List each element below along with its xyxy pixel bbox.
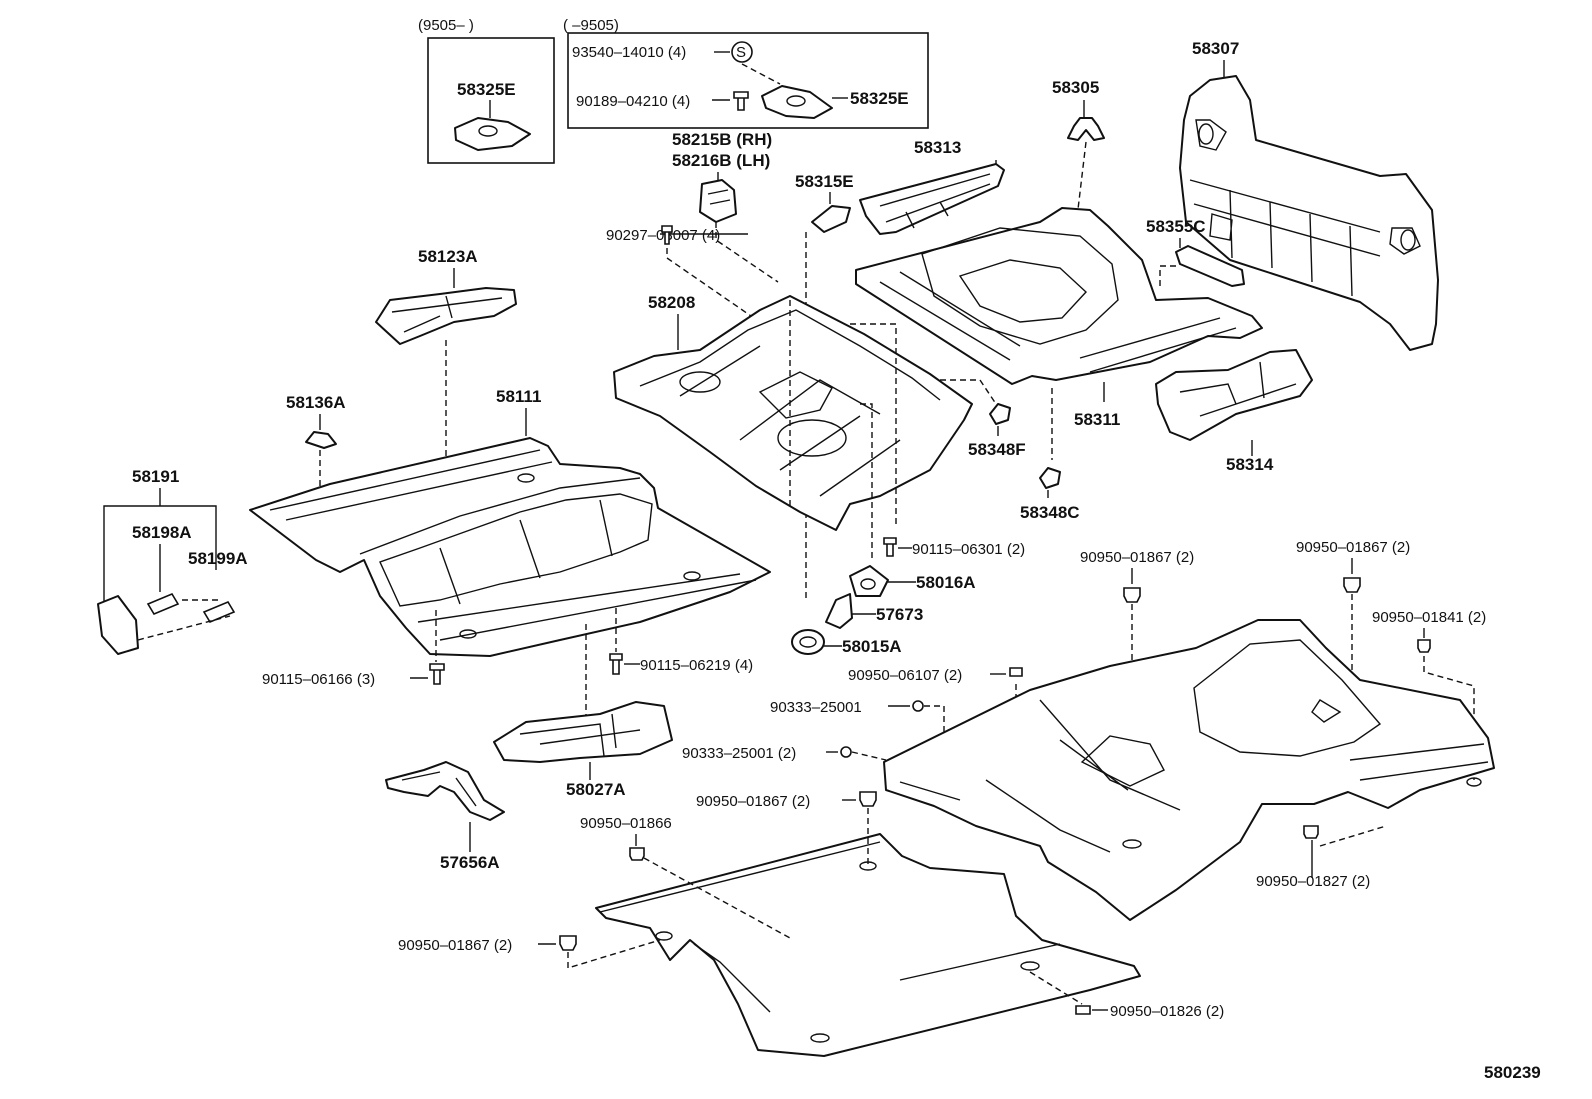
part-58305[interactable] (1067, 117, 1105, 141)
s-marker-icon (731, 41, 753, 63)
bolt-90115-06219-icon[interactable] (609, 653, 623, 675)
label-58311[interactable]: 58311 (1074, 410, 1120, 429)
label-58027A[interactable]: 58027A (566, 780, 626, 799)
part-58136A[interactable] (305, 431, 337, 449)
label-90115-06219[interactable]: 90115–06219 (4) (640, 657, 753, 674)
label-93540-14010[interactable]: 93540–14010 (4) (572, 44, 686, 61)
left-box-title: (9505– ) (418, 17, 474, 34)
clip-90333-25001-a-icon[interactable] (912, 700, 924, 712)
part-58348F[interactable] (989, 403, 1011, 425)
part-57656A[interactable] (385, 761, 505, 821)
label-58325E-a[interactable]: 58325E (457, 80, 516, 99)
label-58123A[interactable]: 58123A (418, 247, 478, 266)
bolt-90189-04210-icon[interactable] (733, 91, 749, 111)
label-90950-01867-c[interactable]: 90950–01867 (2) (696, 793, 810, 810)
label-90950-01841[interactable]: 90950–01841 (2) (1372, 609, 1486, 626)
label-58215B[interactable]: 58215B (RH) (672, 130, 772, 149)
part-57673[interactable] (825, 593, 853, 629)
part-58215B-bracket[interactable] (699, 179, 737, 223)
part-58015A[interactable] (791, 629, 825, 655)
part-58311-rear-floor[interactable] (855, 207, 1263, 385)
part-58355C[interactable] (1175, 245, 1245, 287)
part-58123A[interactable] (375, 287, 517, 345)
label-58111[interactable]: 58111 (496, 387, 541, 406)
label-90950-01826[interactable]: 90950–01826 (2) (1110, 1003, 1224, 1020)
label-90115-06301[interactable]: 90115–06301 (2) (912, 541, 1025, 558)
part-58016A[interactable] (849, 565, 889, 597)
label-58198A[interactable]: 58198A (132, 523, 192, 542)
part-58315E[interactable] (811, 205, 851, 233)
bolt-90297-03007-icon[interactable] (661, 225, 673, 245)
part-58191-bracket[interactable] (97, 595, 139, 655)
label-90950-01867-d[interactable]: 90950–01867 (2) (398, 937, 512, 954)
label-58348F[interactable]: 58348F (968, 440, 1026, 459)
part-58208-center-floor[interactable] (613, 295, 973, 531)
plug-90950-01827-icon[interactable] (1303, 825, 1319, 839)
label-90333-25001-a[interactable]: 90333–25001 (770, 699, 862, 716)
variant-box-right: ( –9505) 93540–14010 (4) S 90189–04210 (… (563, 17, 929, 129)
clip-90333-25001-b-icon[interactable] (840, 746, 852, 758)
label-58307[interactable]: 58307 (1192, 39, 1239, 58)
label-58015A[interactable]: 58015A (842, 637, 902, 656)
plug-90950-01866-icon[interactable] (629, 847, 645, 861)
plug-90950-01867-d-icon[interactable] (559, 935, 577, 951)
label-58216B[interactable]: 58216B (LH) (672, 151, 770, 170)
plug-90950-01867-a-icon[interactable] (1123, 587, 1141, 603)
part-58027A[interactable] (493, 701, 673, 763)
part-58325E-a[interactable] (454, 117, 531, 151)
right-box-title: ( –9505) (563, 17, 619, 34)
label-58191[interactable]: 58191 (132, 467, 179, 486)
part-front-floor-silencer[interactable] (595, 833, 1141, 1057)
part-58313[interactable] (859, 163, 1005, 235)
bolt-90115-06166-icon[interactable] (429, 663, 445, 685)
label-90297-03007[interactable]: 90297–03007 (4) (606, 227, 720, 244)
s-marker-label: S (736, 44, 746, 61)
label-58136A[interactable]: 58136A (286, 393, 346, 412)
label-90189-04210[interactable]: 90189–04210 (4) (576, 93, 690, 110)
label-58016A[interactable]: 58016A (916, 573, 976, 592)
part-58314[interactable] (1155, 349, 1313, 441)
part-58325E-b[interactable] (761, 85, 833, 119)
label-58314[interactable]: 58314 (1226, 455, 1274, 474)
label-58199A[interactable]: 58199A (188, 549, 248, 568)
variant-box-left: (9505– ) 58325E (418, 17, 555, 164)
label-90950-01867-b[interactable]: 90950–01867 (2) (1296, 539, 1410, 556)
label-58355C[interactable]: 58355C (1146, 217, 1206, 236)
plug-90950-01841-icon[interactable] (1417, 639, 1431, 653)
label-58315E[interactable]: 58315E (795, 172, 854, 191)
label-58313[interactable]: 58313 (914, 138, 961, 157)
label-58348C[interactable]: 58348C (1020, 503, 1080, 522)
plug-90950-01867-b-icon[interactable] (1343, 577, 1361, 593)
label-90950-01867-a[interactable]: 90950–01867 (2) (1080, 549, 1194, 566)
label-90950-06107[interactable]: 90950–06107 (2) (848, 667, 962, 684)
label-57656A[interactable]: 57656A (440, 853, 500, 872)
diagram-id: 580239 (1484, 1063, 1541, 1082)
label-90950-01866[interactable]: 90950–01866 (580, 815, 672, 832)
plug-90950-06107-icon[interactable] (1009, 667, 1023, 677)
bolt-90115-06301-icon[interactable] (883, 537, 897, 557)
label-58208[interactable]: 58208 (648, 293, 695, 312)
label-58305[interactable]: 58305 (1052, 78, 1099, 97)
label-57673[interactable]: 57673 (876, 605, 923, 624)
label-58325E-b[interactable]: 58325E (850, 89, 909, 108)
plug-90950-01867-c-icon[interactable] (859, 791, 877, 807)
label-90333-25001-b[interactable]: 90333–25001 (2) (682, 745, 796, 762)
part-58348C[interactable] (1039, 467, 1061, 489)
label-90950-01827[interactable]: 90950–01827 (2) (1256, 873, 1370, 890)
label-90115-06166[interactable]: 90115–06166 (3) (262, 671, 375, 688)
part-58198A-stud-icon[interactable] (146, 592, 180, 616)
part-58199A-stud-icon[interactable] (202, 600, 236, 624)
part-rear-floor-silencer[interactable] (883, 619, 1495, 921)
plug-90950-01826-icon[interactable] (1075, 1005, 1091, 1015)
